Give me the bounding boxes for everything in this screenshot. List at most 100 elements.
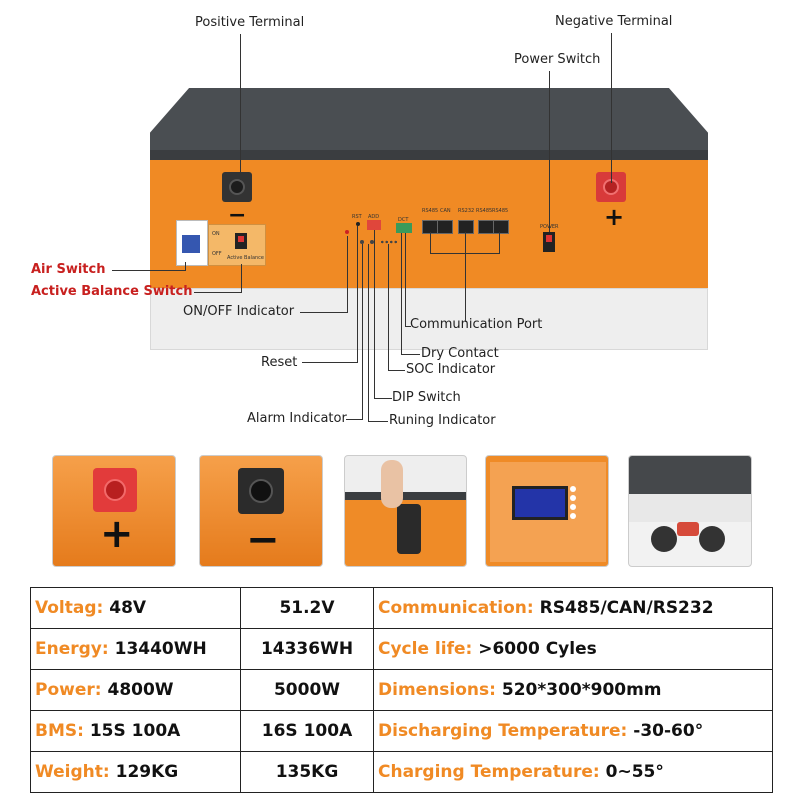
red-terminal-icon	[93, 468, 137, 512]
spec-value-general: -30-60°	[633, 721, 704, 741]
rs232-port[interactable]	[458, 220, 474, 234]
port-labels: RS485 CAN RS232 RS485 RS485	[422, 208, 512, 218]
spec-value-alt: 135KG	[275, 762, 339, 782]
spec-value-alt: 16S 100A	[261, 721, 353, 741]
spec-label: Weight:	[35, 762, 110, 782]
spec-cell-model2: 14336WH	[240, 628, 374, 670]
power-switch-callout: Power Switch	[514, 52, 601, 67]
can-label: CAN	[440, 208, 451, 214]
reset-callout: Reset	[261, 355, 298, 370]
rs485-label-2: RS485	[476, 208, 493, 214]
battery-diagram: − + ON OFF Active Balance RST ADD DCT RS…	[31, 14, 708, 428]
air-switch[interactable]	[176, 220, 208, 266]
spec-cell-general: Cycle life: >6000 Cyles	[373, 628, 773, 670]
wheel-icon	[699, 526, 725, 552]
spec-label: BMS:	[35, 721, 84, 741]
spec-value: 4800W	[107, 680, 174, 700]
alarm-led	[360, 240, 364, 244]
spec-label-general: Dimensions:	[378, 680, 496, 700]
communication-port-callout: Communication Port	[410, 317, 543, 332]
spec-value: 48V	[109, 598, 147, 618]
spec-label-general: Communication:	[378, 598, 534, 618]
negative-terminal-callout: Negative Terminal	[555, 14, 673, 29]
photo-positive-terminal: +	[52, 455, 176, 567]
minus-sign: −	[246, 517, 280, 563]
spec-cell-model2: 51.2V	[240, 587, 374, 629]
plus-sign: +	[604, 203, 625, 231]
spec-cell-model2: 5000W	[240, 669, 374, 711]
spec-label: Energy:	[35, 639, 109, 659]
balance-panel: ON OFF Active Balance	[208, 224, 266, 266]
rs485-port-3[interactable]	[493, 220, 509, 234]
photo-handle	[344, 455, 467, 567]
soc-indicator-callout: SOC Indicator	[406, 362, 496, 377]
black-terminal-icon	[222, 172, 252, 202]
spec-cell-model1: Voltag: 48V	[30, 587, 241, 629]
wheel-icon	[651, 526, 677, 552]
battery-lid	[150, 88, 708, 160]
air-switch-callout: Air Switch	[31, 262, 106, 277]
alarm-indicator-callout: Alarm Indicator	[247, 411, 347, 426]
lcd-screen-icon	[512, 486, 568, 520]
spec-value-alt: 14336WH	[260, 639, 354, 659]
spec-value: 13440WH	[114, 639, 207, 659]
rs232-label: RS232	[458, 208, 475, 214]
dip-switch[interactable]	[367, 220, 381, 230]
plus-sign: +	[100, 511, 134, 557]
on-label: ON	[212, 231, 220, 237]
add-label: ADD	[368, 214, 380, 220]
indicator-leds	[570, 486, 600, 520]
spec-cell-general: Communication: RS485/CAN/RS232	[373, 587, 773, 629]
spec-value-alt: 51.2V	[279, 598, 335, 618]
spec-cell-general: Dimensions: 520*300*900mm	[373, 669, 773, 711]
spec-row: Weight: 129KG 135KG Charging Temperature: …	[30, 751, 773, 793]
spec-value: 129KG	[115, 762, 179, 782]
can-port[interactable]	[437, 220, 453, 234]
spec-table: Voltag: 48V 51.2V Communication: RS485/CAN…	[30, 587, 773, 793]
black-terminal-icon	[238, 468, 284, 514]
rs485-label-1: RS485	[422, 208, 439, 214]
spec-cell-model2: 135KG	[240, 751, 374, 793]
spec-value-general: >6000 Cyles	[478, 639, 597, 659]
spec-cell-model1: Power: 4800W	[30, 669, 241, 711]
spec-label-general: Discharging Temperature:	[378, 721, 628, 741]
spec-row: Voltag: 48V 51.2V Communication: RS485/CAN…	[30, 587, 773, 629]
spec-value-general: 0~55°	[605, 762, 664, 782]
photo-wheels	[628, 455, 752, 567]
active-balance-switch[interactable]	[235, 233, 247, 249]
positive-terminal-callout: Positive Terminal	[195, 15, 305, 30]
photo-display	[485, 455, 609, 567]
soc-leds	[380, 240, 398, 244]
dry-contact-callout: Dry Contact	[421, 346, 499, 361]
dip-switch-callout: DIP Switch	[392, 390, 461, 405]
active-balance-switch-callout: Active Balance Switch	[31, 284, 193, 299]
active-balance-label: Active Balance	[227, 255, 264, 261]
spec-value: 15S 100A	[89, 721, 181, 741]
rs485-port-2[interactable]	[478, 220, 494, 234]
spec-value-alt: 5000W	[273, 680, 341, 700]
spec-cell-model1: Energy: 13440WH	[30, 628, 241, 670]
reset-button[interactable]	[356, 222, 360, 226]
power-switch[interactable]	[543, 232, 555, 252]
red-terminal-icon	[596, 172, 626, 202]
spec-cell-general: Discharging Temperature: -30-60°	[373, 710, 773, 752]
dry-contact-port[interactable]	[396, 223, 412, 233]
rst-label: RST	[352, 214, 362, 220]
spec-cell-model2: 16S 100A	[240, 710, 374, 752]
spec-label-general: Cycle life:	[378, 639, 473, 659]
spec-label: Power:	[35, 680, 102, 700]
spec-cell-model1: BMS: 15S 100A	[30, 710, 241, 752]
on-off-indicator-callout: ON/OFF Indicator	[183, 304, 295, 319]
spec-value-general: RS485/CAN/RS232	[539, 598, 714, 618]
spec-row: BMS: 15S 100A 16S 100A Discharging Tempera…	[30, 710, 773, 752]
spec-label-general: Charging Temperature:	[378, 762, 600, 782]
spec-cell-general: Charging Temperature: 0~55°	[373, 751, 773, 793]
dct-label: DCT	[398, 217, 409, 223]
minus-sign: −	[228, 203, 247, 228]
spec-value-general: 520*300*900mm	[501, 680, 662, 700]
battery-lid-edge	[150, 150, 708, 162]
spec-cell-model1: Weight: 129KG	[30, 751, 241, 793]
handle-icon	[397, 504, 421, 554]
off-label: OFF	[212, 251, 222, 257]
battery-base	[150, 288, 708, 350]
